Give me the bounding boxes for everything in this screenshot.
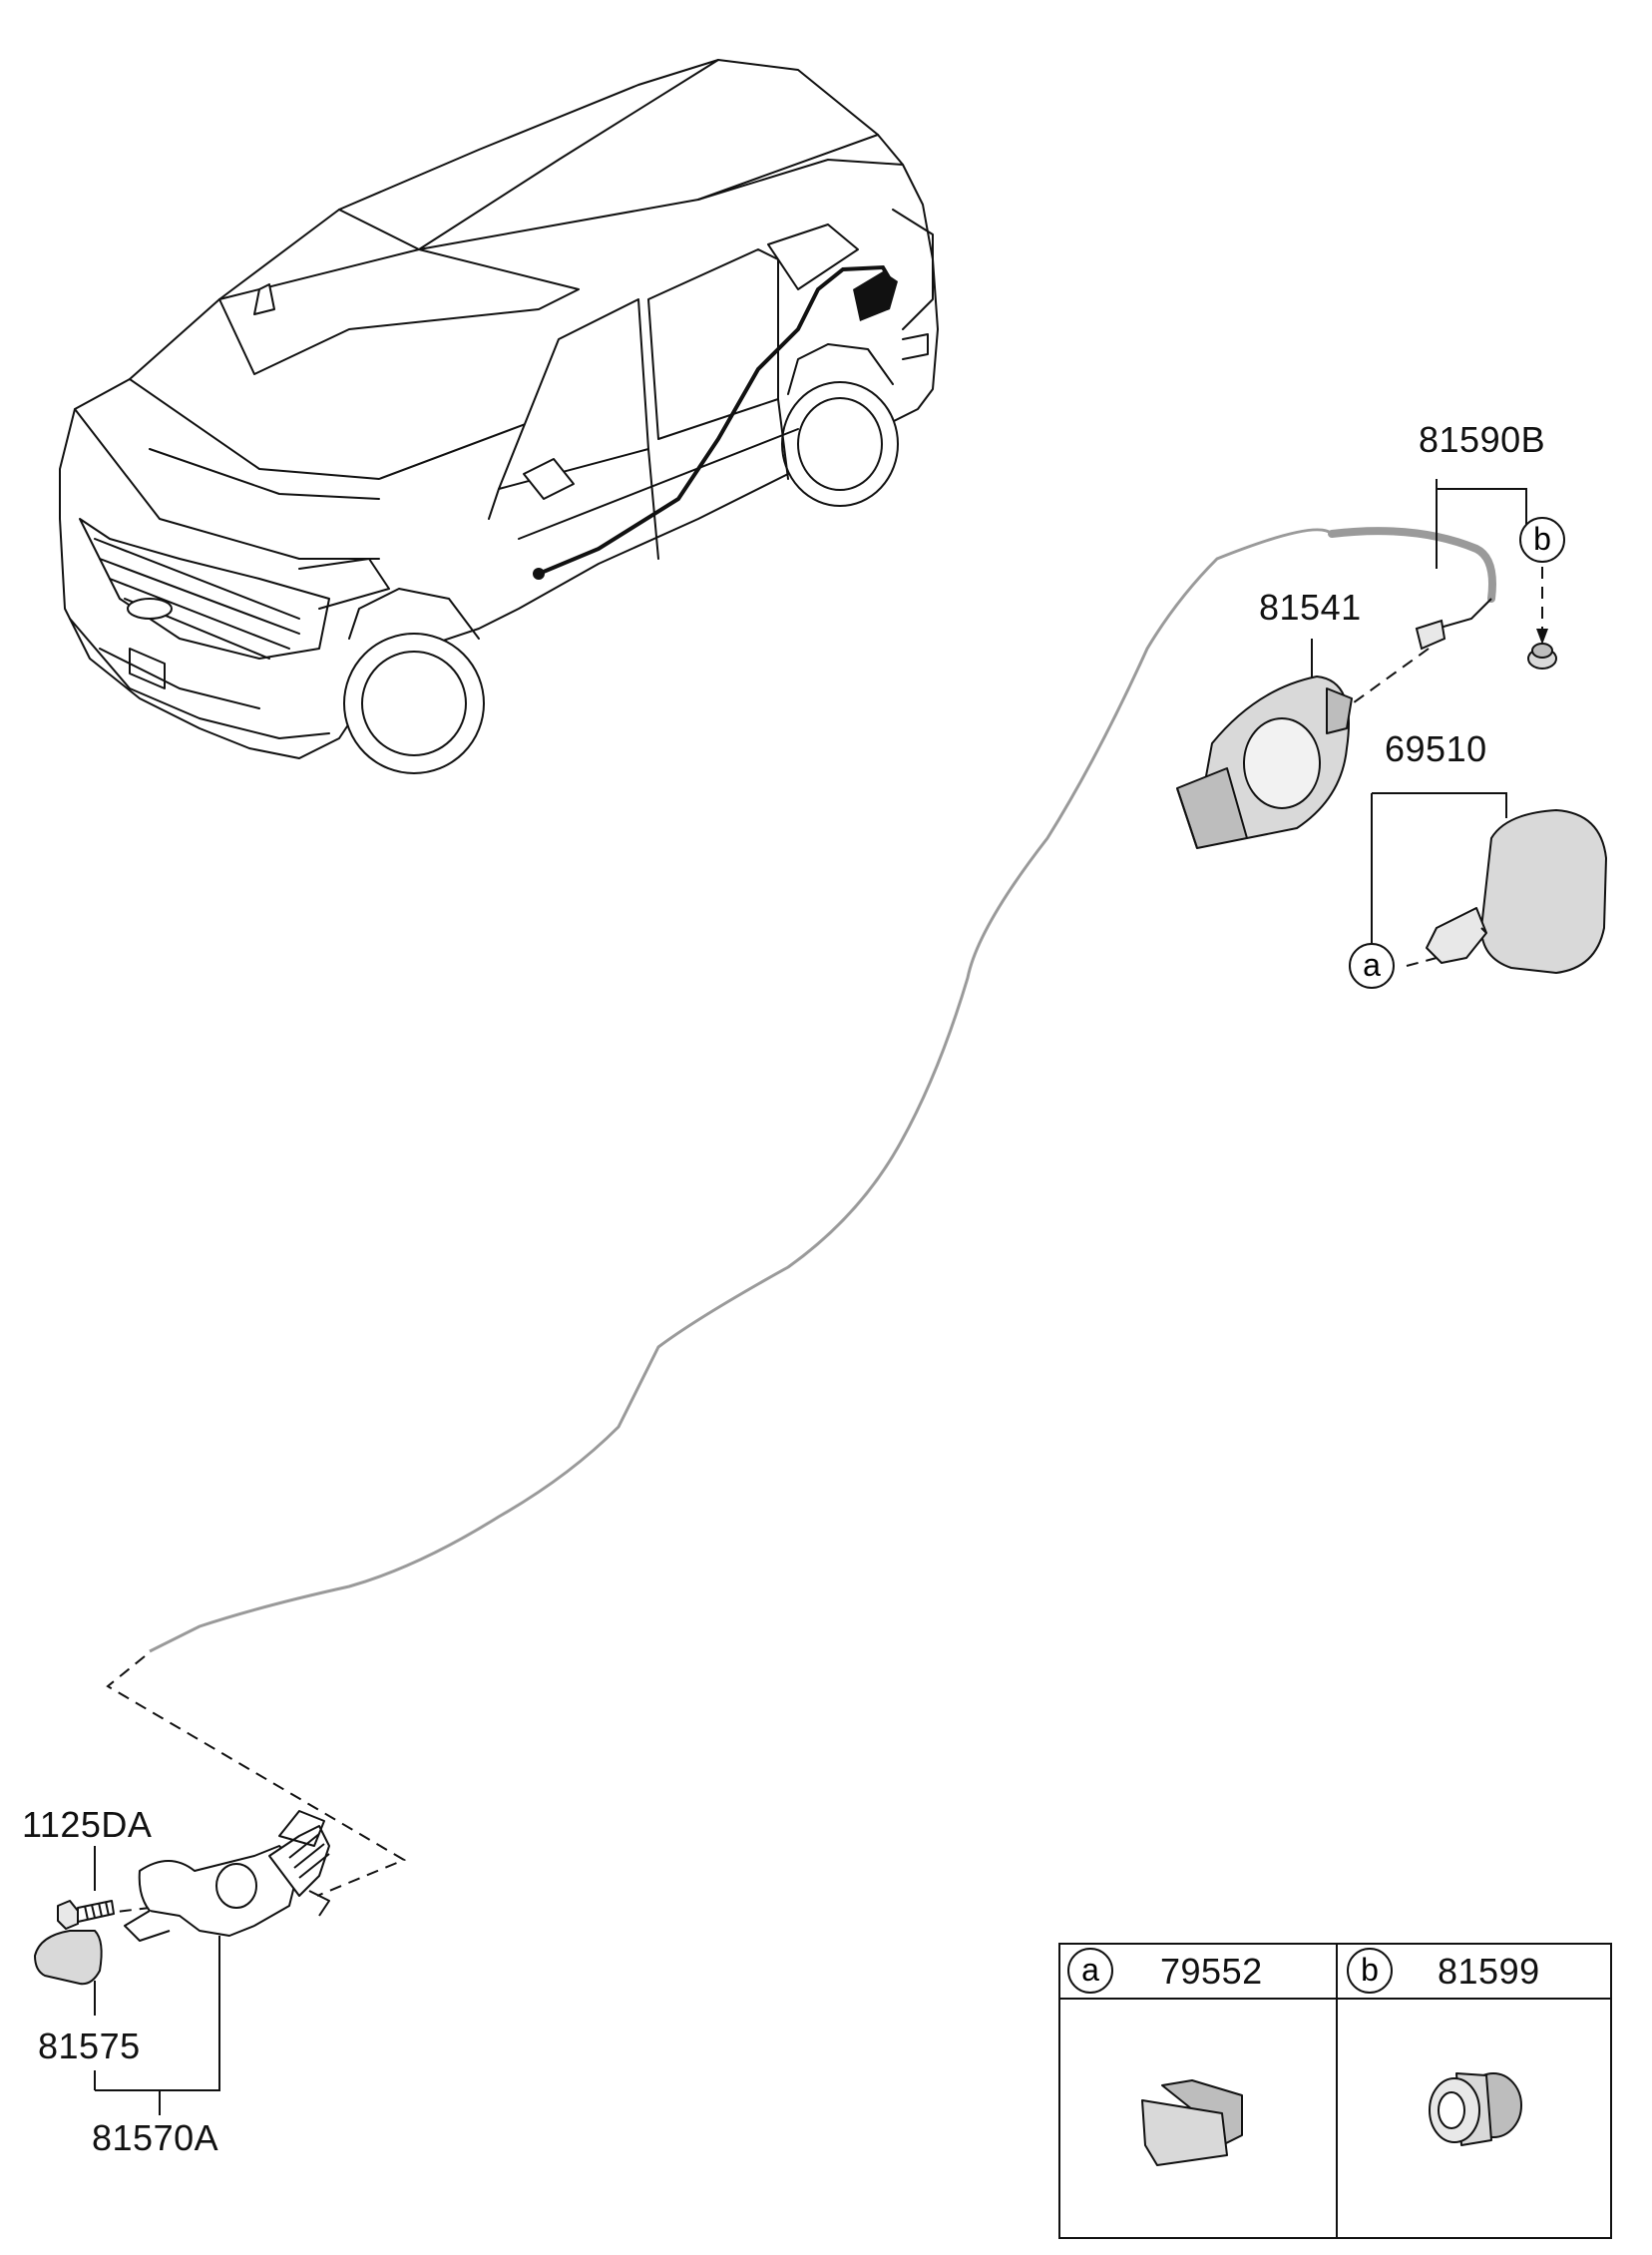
label-brackets (94, 479, 1527, 2115)
label-81590B: 81590B (1419, 419, 1546, 460)
label-81575: 81575 (38, 2026, 141, 2066)
cable-end-fitting (1436, 598, 1492, 630)
grommet-icon (1429, 2072, 1522, 2146)
label-1125DA: 1125DA (22, 1804, 153, 1845)
label-81570A: 81570A (92, 2117, 219, 2158)
legend-table (1058, 1943, 1612, 2239)
cap (34, 1930, 103, 1986)
release-cable (149, 528, 1334, 1653)
marker-a: a (1349, 943, 1395, 989)
cable-connector (1415, 619, 1446, 651)
legend-marker-b: b (1347, 1948, 1393, 1994)
label-69510: 69510 (1385, 728, 1487, 769)
bolt (57, 1900, 115, 1930)
grommet-small (1527, 643, 1557, 670)
latch-assembly (124, 1810, 330, 1942)
cable-outer-sheath (1328, 527, 1496, 603)
label-81541: 81541 (1259, 587, 1362, 628)
marker-b: b (1519, 517, 1565, 563)
legend-marker-a: a (1067, 1948, 1113, 1994)
fuel-filler-door (1426, 809, 1607, 974)
legend-part-79552: 79552 (1160, 1951, 1263, 1992)
fuel-filler-housing (1176, 676, 1353, 849)
vehicle-illustration (59, 59, 939, 774)
fuel-door-on-vehicle (853, 271, 898, 321)
cable-route-on-vehicle (538, 264, 895, 576)
cable-end-on-vehicle (533, 568, 545, 580)
legend-part-81599: 81599 (1438, 1951, 1540, 1992)
clip-icon (1141, 2079, 1243, 2166)
leader-arrowhead (1536, 629, 1548, 645)
